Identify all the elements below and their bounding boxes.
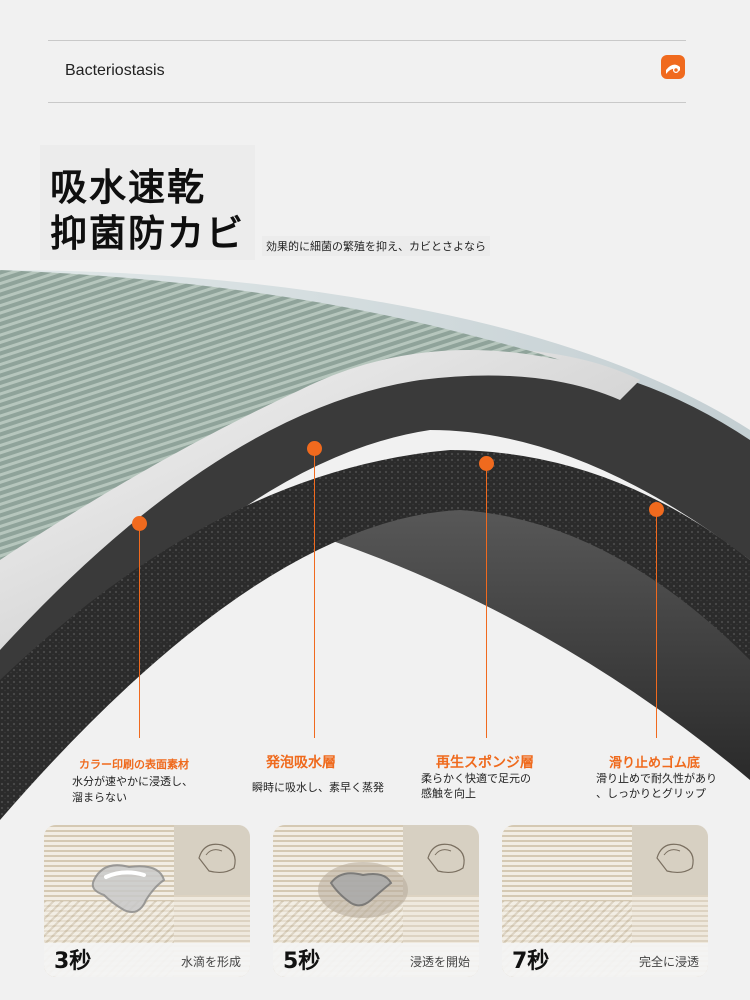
step-time: 7秒 <box>512 949 550 974</box>
card-panel <box>403 825 479 895</box>
brand-label: Bacteriostasis <box>65 62 165 79</box>
foot-icon <box>656 843 694 874</box>
step-caption: 浸透を開始 <box>409 955 470 969</box>
marker-dot-2 <box>307 441 322 456</box>
title-line-2: 抑菌防カビ <box>50 212 245 255</box>
mat-layers-illustration <box>0 270 750 820</box>
mat-icon <box>661 55 685 79</box>
layer-2-desc-line-1: 瞬時に吸水し、素早く蒸発 <box>252 781 384 794</box>
layer-1-heading: カラー印刷の表面素材 <box>79 758 189 771</box>
layer-3-desc-line-2: 感触を向上 <box>421 787 476 800</box>
step-card-7s: 7秒 完全に浸透 <box>502 825 708 977</box>
title-background <box>40 145 255 260</box>
layer-4-desc-line-2: 、しっかりとグリップ <box>596 787 706 800</box>
layer-3-desc-line-1: 柔らかく快適で足元の <box>421 772 531 785</box>
layer-4-heading: 滑り止めゴム底 <box>609 756 701 771</box>
card-caption-bar <box>502 943 708 977</box>
water-drop-icon <box>91 864 166 913</box>
marker-dot-4 <box>649 502 664 517</box>
marker-line-2 <box>314 448 315 738</box>
absorbent-layer <box>0 348 640 650</box>
layer-4-desc-line-1: 滑り止めで耐久性があり <box>596 772 717 785</box>
printed-surface-layer <box>0 270 560 560</box>
step-caption: 水滴を形成 <box>180 955 241 969</box>
layer-1-desc-line-2: 溜まらない <box>72 791 127 804</box>
page-subtitle: 効果的に細菌の繁殖を抑え、カビとさよなら <box>262 236 490 256</box>
layer-3-heading: 再生スポンジ層 <box>436 755 534 771</box>
header-top-divider <box>48 40 686 41</box>
step-time: 5秒 <box>283 949 321 974</box>
card-caption-bar <box>44 943 250 977</box>
foot-icon <box>198 843 236 874</box>
dark-underlayer <box>0 356 750 740</box>
step-caption: 完全に浸透 <box>638 955 699 969</box>
header-bottom-divider <box>48 102 686 103</box>
card-panel <box>632 825 708 895</box>
water-drop-icon <box>318 862 408 918</box>
page-title: 吸水速乾 抑菌防カビ <box>50 165 245 257</box>
marker-line-3 <box>486 463 487 738</box>
marker-line-1 <box>139 523 140 738</box>
marker-dot-1 <box>132 516 147 531</box>
layer-2-heading: 発泡吸水層 <box>266 755 336 771</box>
foot-icon <box>427 843 465 874</box>
card-panel <box>174 825 250 895</box>
marker-dot-3 <box>479 456 494 471</box>
card-caption-bar <box>273 943 479 977</box>
step-time: 3秒 <box>54 949 92 974</box>
title-line-1: 吸水速乾 <box>50 166 206 209</box>
layer-1-desc-line-1: 水分が速やかに浸透し、 <box>72 775 193 788</box>
step-card-3s: 3秒 水滴を形成 <box>44 825 250 977</box>
foam-layer <box>0 450 750 820</box>
step-card-5s: 5秒 浸透を開始 <box>273 825 479 977</box>
marker-line-4 <box>656 509 657 738</box>
